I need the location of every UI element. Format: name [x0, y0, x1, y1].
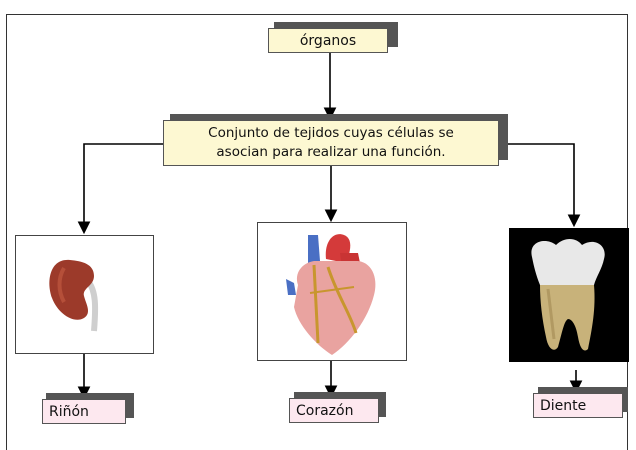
definition-box: Conjunto de tejidos cuyas células se aso… [163, 120, 499, 166]
heart-image [257, 222, 407, 361]
kidney-image [15, 235, 154, 354]
arrow-to-kidney [77, 143, 163, 235]
definition-line-1: Conjunto de tejidos cuyas células se [208, 125, 454, 141]
root-concept-box: órganos [268, 28, 388, 53]
arrow-to-tooth [499, 143, 581, 228]
kidney-label: Riñón [42, 399, 126, 424]
tooth-image [509, 228, 629, 362]
definition-line-2: asocian para realizar una función. [216, 144, 446, 160]
tooth-label: Diente [533, 393, 623, 418]
heart-label: Corazón [289, 398, 379, 423]
